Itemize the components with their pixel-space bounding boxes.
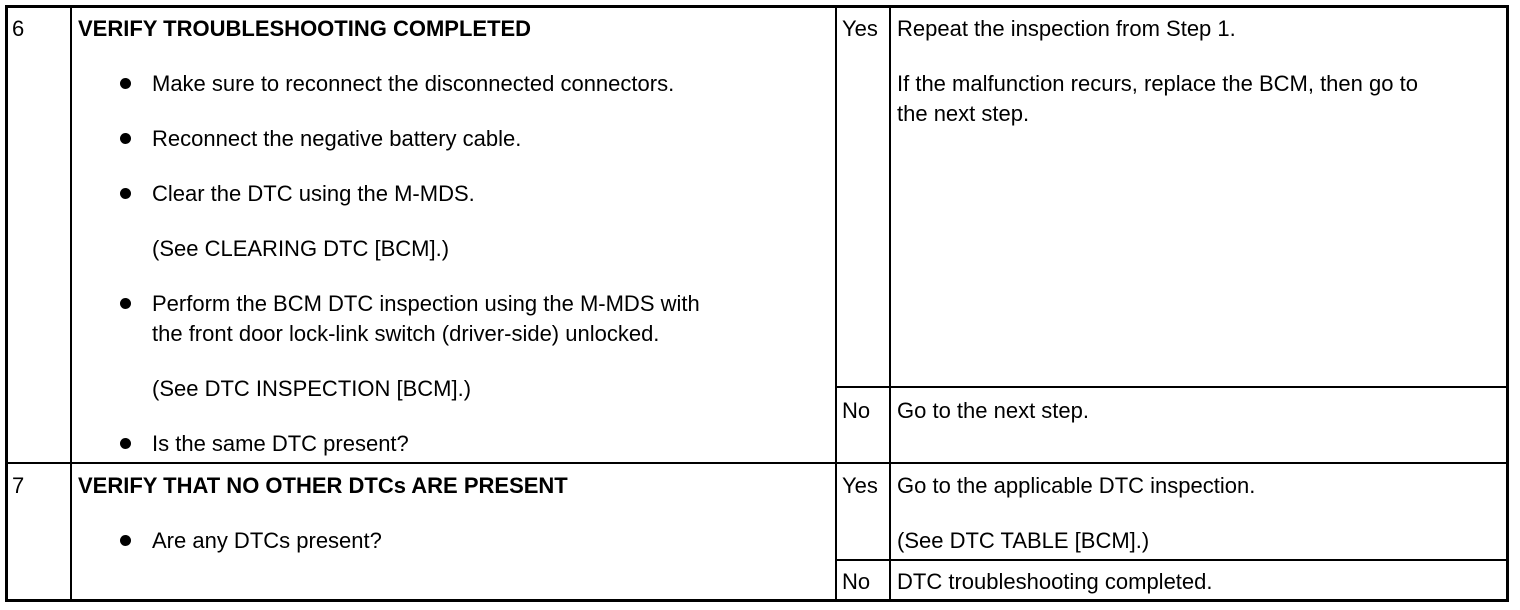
step-item: Perform the BCM DTC inspection using the… [152, 291, 700, 316]
troubleshooting-table [5, 5, 1509, 602]
row-divider [5, 462, 1509, 464]
step-reference: (See DTC INSPECTION [BCM].) [152, 376, 472, 401]
column-divider [70, 5, 72, 602]
row-divider [835, 386, 1509, 388]
bullet-icon [120, 298, 131, 309]
column-divider [835, 5, 837, 602]
yes-action: the next step. [897, 101, 1030, 126]
yes-action: Go to the applicable DTC inspection. [897, 473, 1256, 498]
no-label: No [842, 398, 871, 423]
step-item: Is the same DTC present? [152, 431, 409, 456]
step-reference: (See CLEARING DTC [BCM].) [152, 236, 450, 261]
no-action: DTC troubleshooting completed. [897, 569, 1213, 594]
no-action: Go to the next step. [897, 398, 1090, 423]
column-divider [889, 5, 891, 602]
yes-action: If the malfunction recurs, replace the B… [897, 71, 1418, 96]
bullet-icon [120, 78, 131, 89]
yes-label: Yes [842, 16, 878, 41]
bullet-icon [120, 133, 131, 144]
yes-label: Yes [842, 473, 878, 498]
bullet-icon [120, 188, 131, 199]
step-item: Reconnect the negative battery cable. [152, 126, 522, 151]
step-item: Clear the DTC using the M-MDS. [152, 181, 475, 206]
row-divider [835, 559, 1509, 561]
step-item: Are any DTCs present? [152, 528, 382, 553]
step-title: VERIFY TROUBLESHOOTING COMPLETED [78, 16, 532, 41]
step-item: Make sure to reconnect the disconnected … [152, 71, 675, 96]
no-label: No [842, 569, 871, 594]
step-number: 6 [12, 16, 25, 41]
step-item: the front door lock-link switch (driver-… [152, 321, 660, 346]
yes-action: (See DTC TABLE [BCM].) [897, 528, 1150, 553]
bullet-icon [120, 535, 131, 546]
yes-action: Repeat the inspection from Step 1. [897, 16, 1236, 41]
step-number: 7 [12, 473, 25, 498]
bullet-icon [120, 438, 131, 449]
step-title: VERIFY THAT NO OTHER DTCs ARE PRESENT [78, 473, 568, 498]
